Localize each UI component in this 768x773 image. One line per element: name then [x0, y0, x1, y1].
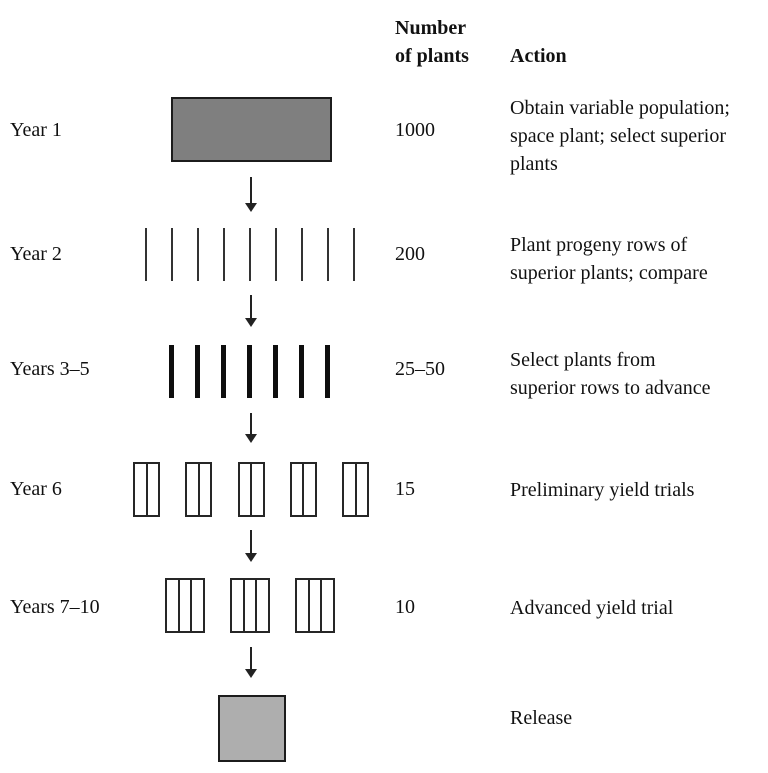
plot-cell — [167, 580, 178, 631]
down-arrow-3 — [244, 413, 258, 443]
plot-cell — [255, 580, 268, 631]
thin-row-line — [145, 228, 147, 281]
three-column-plot — [165, 578, 205, 633]
year-label-5: Years 7–10 — [10, 596, 100, 618]
thin-row-line — [327, 228, 329, 281]
preliminary-trial-plots — [133, 462, 369, 517]
thin-row-line — [197, 228, 199, 281]
thick-row-line — [299, 345, 304, 398]
arrow-stem — [250, 295, 252, 318]
down-arrow-4 — [244, 530, 258, 562]
two-column-plot — [133, 462, 160, 517]
three-column-plot — [230, 578, 270, 633]
two-column-plot — [237, 462, 265, 517]
plant-count-1: 1000 — [395, 119, 435, 141]
plant-count-5: 10 — [395, 596, 415, 618]
arrow-stem — [250, 177, 252, 203]
arrow-head — [245, 669, 257, 678]
plot-cell — [320, 580, 333, 631]
arrow-stem — [250, 530, 252, 553]
thin-row-line — [301, 228, 303, 281]
progeny-rows-glyph — [145, 228, 355, 281]
plot-cell — [187, 464, 198, 515]
plot-cell — [135, 464, 146, 515]
thick-row-line — [169, 345, 174, 398]
down-arrow-2 — [244, 295, 258, 327]
plot-cell — [302, 464, 315, 515]
down-arrow-5 — [244, 647, 258, 678]
arrow-head — [245, 553, 257, 562]
plot-cell — [307, 580, 321, 631]
thick-row-line — [195, 345, 200, 398]
plot-cell — [242, 580, 256, 631]
thin-row-line — [353, 228, 355, 281]
year-label-2: Year 2 — [10, 243, 62, 265]
thick-row-line — [221, 345, 226, 398]
year-label-3: Years 3–5 — [10, 358, 90, 380]
plot-cell — [354, 464, 368, 515]
superior-rows-glyph — [169, 345, 330, 398]
plot-cell — [190, 580, 203, 631]
arrow-head — [245, 203, 257, 212]
year-label-1: Year 1 — [10, 119, 62, 141]
action-text-3: Select plants from superior rows to adva… — [510, 349, 711, 399]
plot-cell — [240, 464, 251, 515]
plant-count-3: 25–50 — [395, 358, 445, 380]
release-block — [218, 695, 286, 762]
plot-cell — [250, 464, 263, 515]
arrow-head — [245, 434, 257, 443]
thin-row-line — [171, 228, 173, 281]
two-column-plot — [342, 462, 369, 517]
plot-cell — [297, 580, 308, 631]
two-column-plot — [289, 462, 317, 517]
action-text-6: Release — [510, 707, 573, 729]
thin-row-line — [249, 228, 251, 281]
action-text-5: Advanced yield trial — [510, 597, 674, 619]
thin-row-line — [223, 228, 225, 281]
plot-cell — [344, 464, 355, 515]
action-text-4: Preliminary yield trials — [510, 479, 695, 501]
arrow-head — [245, 318, 257, 327]
plot-cell — [292, 464, 303, 515]
down-arrow-1 — [244, 177, 258, 212]
three-column-plot — [295, 578, 335, 633]
thick-row-line — [325, 345, 330, 398]
action-text-2: Plant progeny rows of superior plants; c… — [510, 234, 708, 284]
action-column-header: Action — [510, 45, 567, 67]
plant-count-2: 200 — [395, 243, 425, 265]
plot-cell — [232, 580, 243, 631]
plot-cell — [197, 464, 211, 515]
number-of-plants-column-header: Number of plants — [395, 17, 469, 67]
thick-row-line — [247, 345, 252, 398]
plant-count-4: 15 — [395, 478, 415, 500]
variable-population-block — [171, 97, 332, 162]
arrow-stem — [250, 413, 252, 434]
thin-row-line — [275, 228, 277, 281]
advanced-trial-plots — [165, 578, 335, 633]
year-label-4: Year 6 — [10, 478, 62, 500]
arrow-stem — [250, 647, 252, 669]
two-column-plot — [185, 462, 213, 517]
plot-cell — [177, 580, 191, 631]
action-text-1: Obtain variable population; space plant;… — [510, 97, 730, 175]
plot-cell — [145, 464, 159, 515]
thick-row-line — [273, 345, 278, 398]
